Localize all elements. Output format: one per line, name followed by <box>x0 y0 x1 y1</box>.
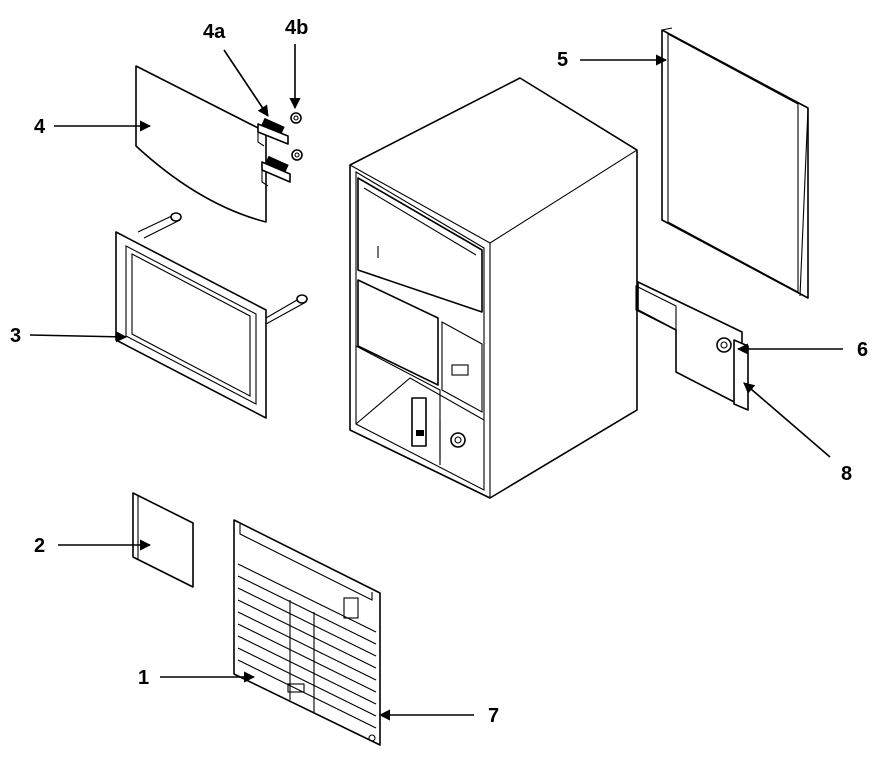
filter-panel <box>132 492 194 588</box>
callout-1: 1 <box>138 667 149 689</box>
callout-4: 4 <box>34 116 46 138</box>
leader-8 <box>743 382 831 458</box>
callout-4b: 4b <box>285 17 308 39</box>
grille-slots <box>237 563 377 729</box>
hinge-4a <box>261 117 289 173</box>
back-panel <box>635 281 749 411</box>
knob-4b <box>290 112 303 161</box>
callout-5: 5 <box>557 49 568 71</box>
callout-3: 3 <box>10 325 21 347</box>
callout-6: 6 <box>857 339 868 361</box>
door-frame <box>115 212 308 419</box>
callout-4a: 4a <box>203 21 226 43</box>
leader-4a <box>223 49 269 117</box>
callout-2: 2 <box>34 535 45 557</box>
door-panel <box>135 65 303 223</box>
front-grille <box>233 519 381 746</box>
callout-7: 7 <box>488 705 499 727</box>
side-panel <box>661 27 809 299</box>
leader-3 <box>29 331 128 343</box>
callout-8: 8 <box>841 463 852 485</box>
callout-labels: 1 2 3 4 4a 4b 5 6 7 8 <box>10 17 868 727</box>
main-cabinet <box>349 77 638 499</box>
leader-lines <box>29 44 843 721</box>
